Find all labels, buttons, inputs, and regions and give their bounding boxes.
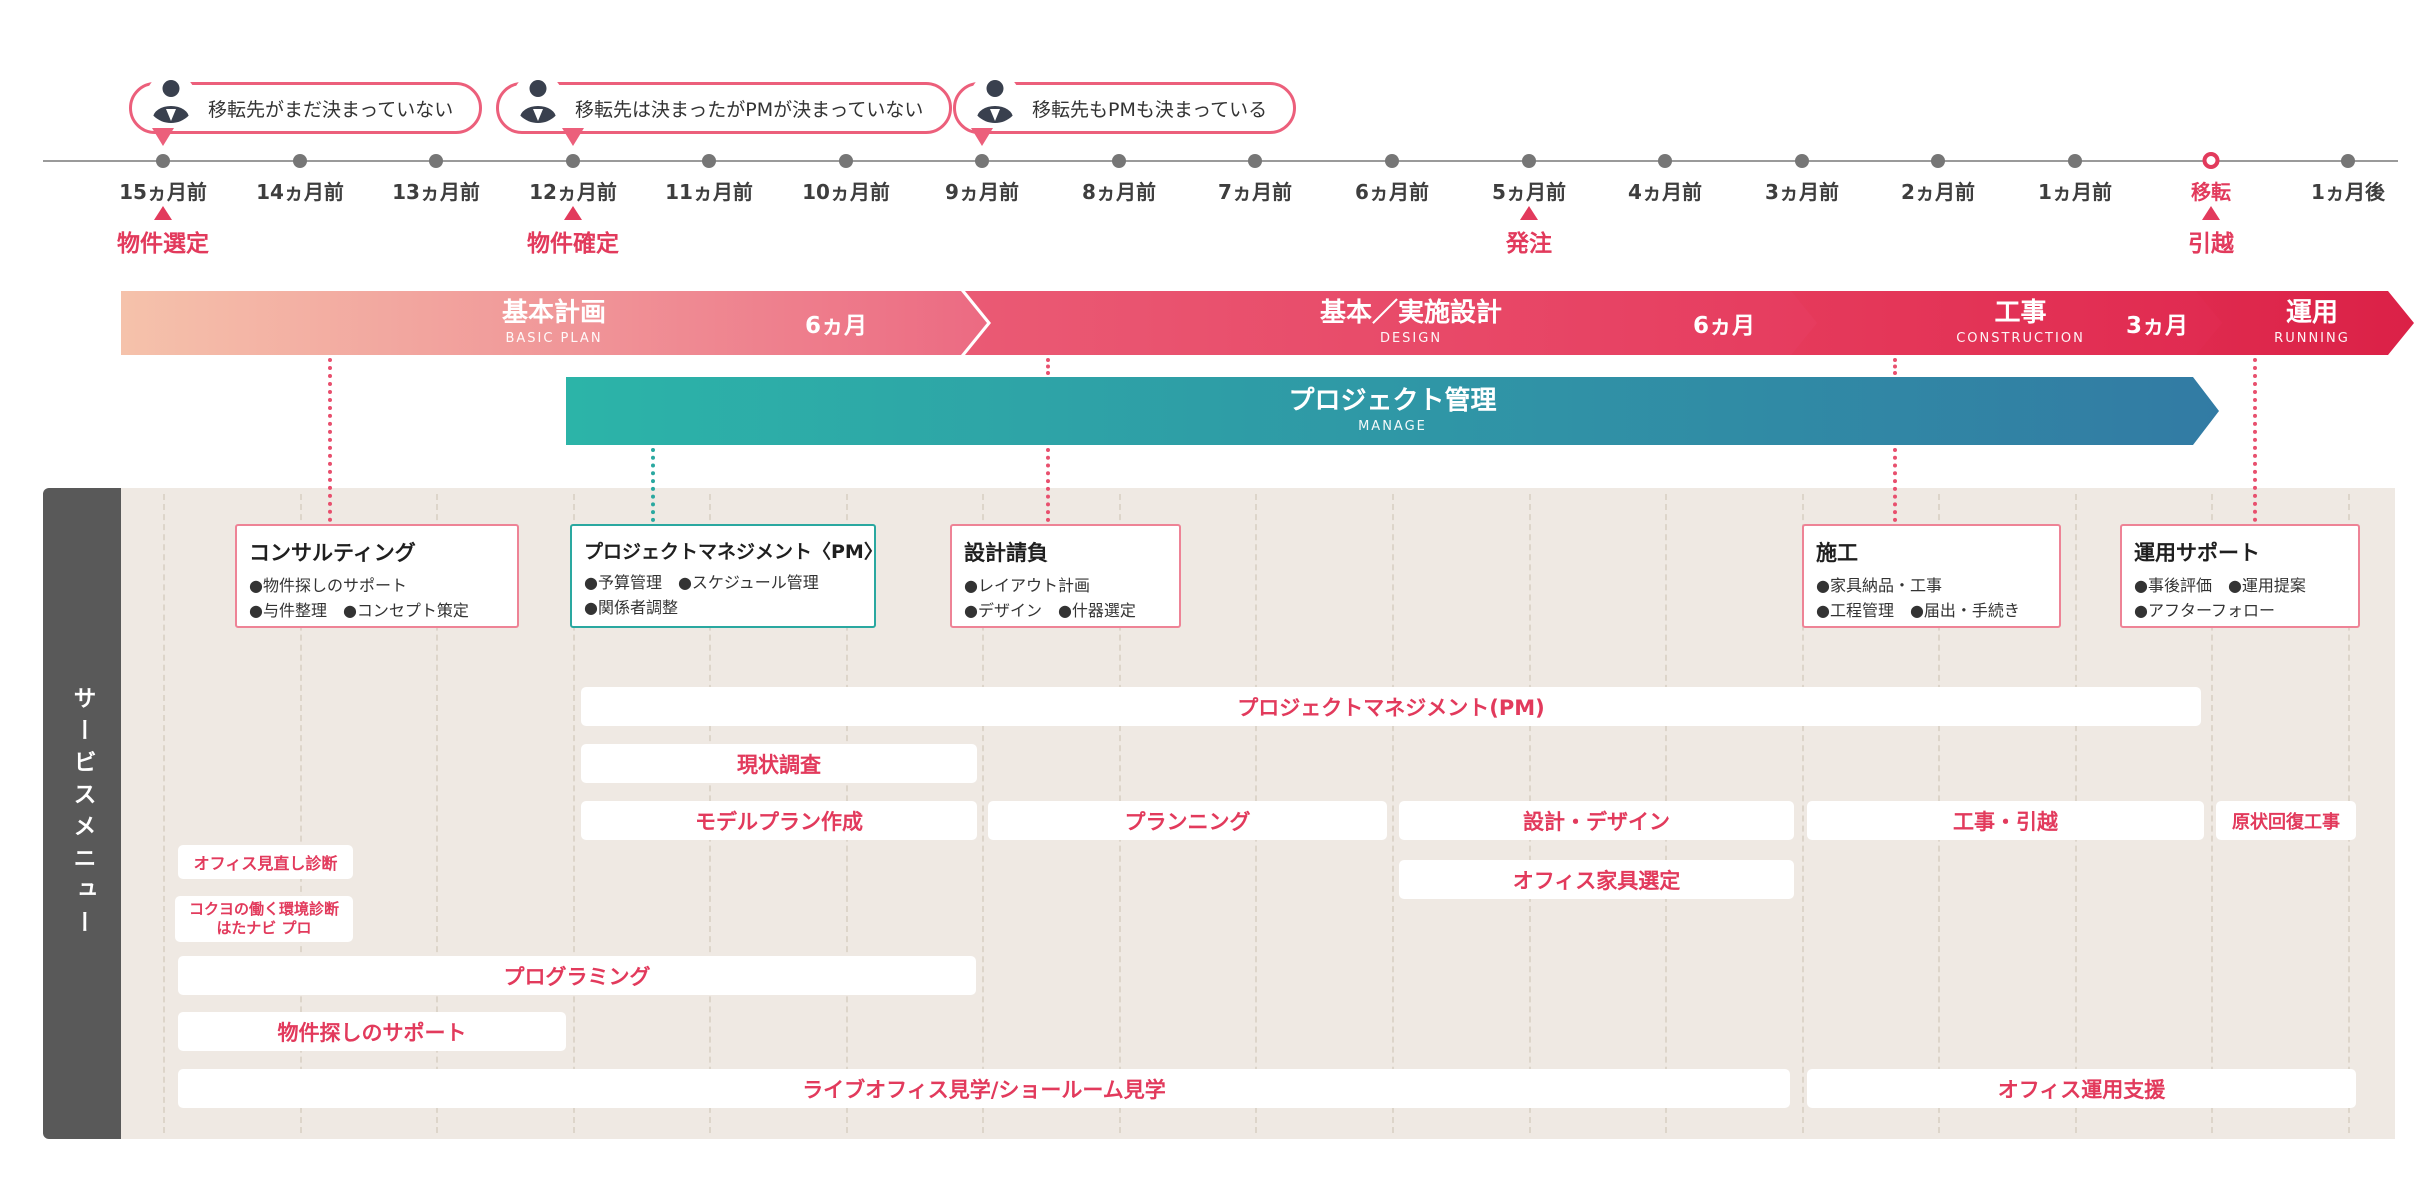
tick-dot bbox=[1248, 154, 1262, 168]
bar-property-search: 物件探しのサポート bbox=[178, 1012, 566, 1051]
status-bubble-decided: 移転先もPMも決まっている bbox=[953, 73, 1297, 134]
connector-consulting bbox=[328, 358, 332, 522]
status-bubble-no-pm: 移転先は決まったがPMが決まっていない bbox=[496, 73, 953, 134]
month-label: 6ヵ月前 bbox=[1355, 180, 1429, 204]
bar-current-survey: 現状調査 bbox=[581, 744, 977, 783]
bubble-tail bbox=[562, 128, 584, 146]
tick-dot bbox=[2341, 154, 2355, 168]
month-label: 10ヵ月前 bbox=[802, 180, 890, 204]
bubble-tail bbox=[152, 128, 174, 146]
connector-operation bbox=[2253, 358, 2257, 522]
tick-dot bbox=[1522, 154, 1536, 168]
bubble-label: 移転先もPMも決まっている bbox=[1032, 98, 1268, 121]
timeline-axis bbox=[43, 160, 2398, 162]
month-label: 13ヵ月前 bbox=[392, 180, 480, 204]
phase-duration: 6ヵ月 bbox=[804, 313, 867, 339]
tick-dot bbox=[1385, 154, 1399, 168]
service-box-operation-support: 運用サポート ●事後評価 ●運用提案 ●アフターフォロー bbox=[2120, 524, 2360, 628]
tick-dot-move bbox=[2202, 152, 2220, 169]
bar-office-checkup: オフィス見直し診断 bbox=[178, 845, 353, 879]
service-menu-sidebar: サービスメニュー bbox=[43, 488, 121, 1139]
grid-line bbox=[436, 494, 438, 1133]
month-label: 2ヵ月前 bbox=[1901, 180, 1975, 204]
bubble-label: 移転先は決まったがPMが決まっていない bbox=[575, 98, 924, 121]
month-label: 11ヵ月前 bbox=[665, 180, 753, 204]
month-label: 7ヵ月前 bbox=[1218, 180, 1292, 204]
tick-dot bbox=[1112, 154, 1126, 168]
grid-line bbox=[1392, 494, 1394, 1133]
connector-design-lower bbox=[1046, 448, 1050, 522]
month-label: 14ヵ月前 bbox=[256, 180, 344, 204]
grid-line bbox=[573, 494, 575, 1133]
bar-planning: プランニング bbox=[988, 801, 1387, 840]
grid-line bbox=[1802, 494, 1804, 1133]
connector-design-upper bbox=[1046, 358, 1050, 375]
connector-construction-upper bbox=[1893, 358, 1897, 375]
month-label: 3ヵ月前 bbox=[1765, 180, 1839, 204]
month-label: 9ヵ月前 bbox=[945, 180, 1019, 204]
up-triangle-icon bbox=[564, 206, 582, 220]
month-label: 15ヵ月前 bbox=[119, 180, 207, 204]
grid-line bbox=[300, 494, 302, 1133]
grid-line bbox=[163, 494, 165, 1133]
bar-project-management: プロジェクトマネジメント(PM) bbox=[581, 687, 2201, 726]
tick-dot bbox=[1931, 154, 1945, 168]
month-label: 12ヵ月前 bbox=[529, 180, 617, 204]
month-label: 移転 bbox=[2191, 180, 2231, 204]
bar-model-plan: モデルプラン作成 bbox=[581, 801, 977, 840]
tick-dot bbox=[975, 154, 989, 168]
month-label: 4ヵ月前 bbox=[1628, 180, 1702, 204]
month-label: 8ヵ月前 bbox=[1082, 180, 1156, 204]
tick-dot bbox=[293, 154, 307, 168]
tick-dot bbox=[2068, 154, 2082, 168]
bubble-label: 移転先がまだ決まっていない bbox=[208, 98, 454, 121]
tick-dot bbox=[702, 154, 716, 168]
bar-design: 設計・デザイン bbox=[1399, 801, 1794, 840]
bar-hatanavi: コクヨの働く環境診断 はたナビ プロ bbox=[175, 896, 353, 942]
up-triangle-icon bbox=[1520, 206, 1538, 220]
person-icon bbox=[146, 73, 196, 123]
service-box-construction: 施工 ●家具納品・工事 ●工程管理 ●届出・手続き bbox=[1802, 524, 2061, 628]
phase-duration: 6ヵ月 bbox=[1692, 313, 1755, 339]
bar-furniture-selection: オフィス家具選定 bbox=[1399, 860, 1794, 899]
service-box-consulting: コンサルティング ●物件探しのサポート ●与件整理 ●コンセプト策定 bbox=[235, 524, 519, 628]
grid-line bbox=[2211, 494, 2213, 1133]
sidebar-label: サービスメニュー bbox=[69, 685, 95, 942]
status-bubble-no-destination: 移転先がまだ決まっていない bbox=[129, 73, 483, 134]
bar-operation-support: オフィス運用支援 bbox=[1807, 1069, 2356, 1108]
connector-construction-lower bbox=[1893, 448, 1897, 522]
tick-dot bbox=[156, 154, 170, 168]
service-box-design-contract: 設計請負 ●レイアウト計画 ●デザイン ●什器選定 bbox=[950, 524, 1181, 628]
bar-restoration: 原状回復工事 bbox=[2216, 801, 2356, 840]
bar-programming: プログラミング bbox=[178, 956, 976, 995]
person-icon bbox=[970, 73, 1020, 123]
connector-pm bbox=[651, 448, 655, 522]
bar-live-office-tour: ライブオフィス見学/ショールーム見学 bbox=[178, 1069, 1790, 1108]
bubble-tail bbox=[971, 128, 993, 146]
month-label: 1ヵ月後 bbox=[2311, 180, 2385, 204]
tick-dot bbox=[839, 154, 853, 168]
month-label: 5ヵ月前 bbox=[1492, 180, 1566, 204]
up-triangle-icon bbox=[154, 206, 172, 220]
up-triangle-icon bbox=[2202, 206, 2220, 220]
person-icon bbox=[513, 73, 563, 123]
tick-dot bbox=[1795, 154, 1809, 168]
tick-dot bbox=[566, 154, 580, 168]
tick-dot bbox=[429, 154, 443, 168]
tick-dot bbox=[1658, 154, 1672, 168]
month-label: 1ヵ月前 bbox=[2038, 180, 2112, 204]
phase-duration: 3ヵ月 bbox=[2125, 313, 2188, 339]
service-box-pm: プロジェクトマネジメント〈PM〉 ●予算管理 ●スケジュール管理 ●関係者調整 bbox=[570, 524, 883, 628]
bar-construction-move: 工事・引越 bbox=[1807, 801, 2204, 840]
grid-line bbox=[982, 494, 984, 1133]
